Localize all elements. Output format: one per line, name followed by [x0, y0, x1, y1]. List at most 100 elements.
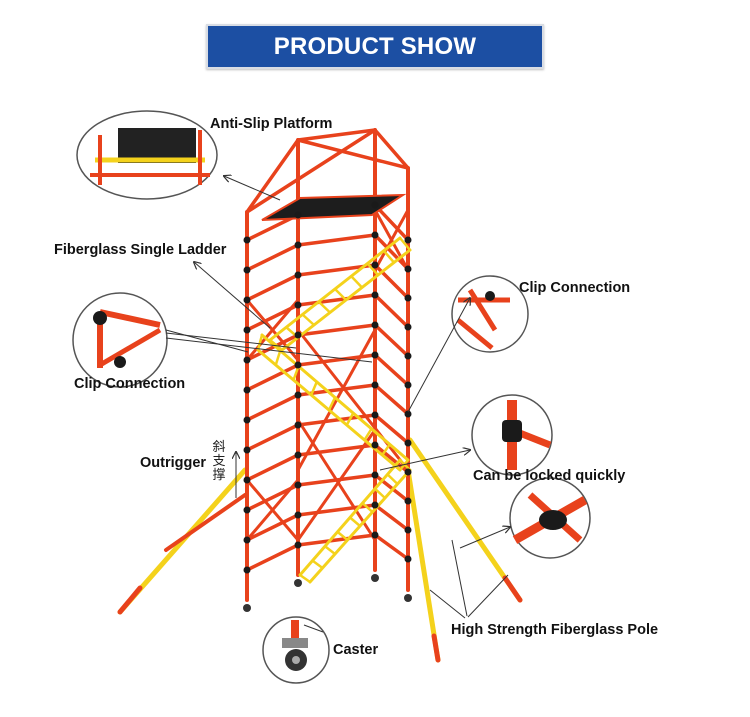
ladder-step: [269, 339, 283, 351]
detail-clip-left: [72, 292, 168, 388]
clip-joints: [243, 201, 412, 574]
frame-rung: [373, 323, 410, 358]
label-outrigger: Outrigger: [140, 455, 207, 471]
joint: [371, 231, 379, 239]
ladder-step: [310, 381, 318, 396]
label-fiberglass-single-ladder: Fiberglass Single Ladder: [54, 242, 227, 258]
joint: [243, 416, 251, 424]
joint: [294, 331, 302, 339]
joint: [371, 471, 379, 479]
frame-rung: [296, 503, 377, 517]
joint: [404, 265, 412, 273]
joint: [294, 541, 302, 549]
joint: [294, 241, 302, 249]
joint: [404, 381, 412, 389]
ladder-step: [299, 573, 311, 584]
frame-rung: [373, 533, 410, 561]
joint: [243, 446, 251, 454]
frame-rung: [296, 233, 377, 247]
joint: [404, 236, 412, 244]
ladder-step: [381, 443, 391, 456]
joint: [404, 497, 412, 505]
frame-rung: [373, 293, 410, 329]
frame-rung: [373, 503, 410, 532]
ladder-step: [374, 487, 386, 499]
joint: [243, 566, 251, 574]
product-show-banner: PRODUCT SHOW: [206, 24, 544, 69]
label-anti-slip-platform: Anti-Slip Platform: [210, 116, 333, 132]
frame-rung: [245, 513, 300, 542]
joint: [294, 451, 302, 459]
ladder-step: [256, 334, 264, 351]
frame-rung: [373, 263, 410, 300]
ladder-step: [334, 288, 347, 301]
joint: [243, 266, 251, 274]
joint: [371, 261, 379, 269]
label-locked-quickly: Can be locked quickly: [473, 468, 626, 484]
frame-rung: [245, 393, 300, 422]
ladder-step: [350, 275, 363, 289]
outrigger-poles: [117, 437, 523, 663]
joint: [404, 468, 412, 476]
ladder-step: [399, 459, 411, 471]
detail-caster: [262, 616, 330, 684]
ladder-step: [349, 516, 361, 527]
joint: [243, 506, 251, 514]
ladder-step: [274, 350, 282, 366]
frame-rung: [296, 323, 377, 337]
ladder-step: [324, 545, 336, 555]
frame-rung: [245, 423, 300, 452]
ladder-step: [399, 237, 411, 251]
frame-rung: [373, 203, 410, 242]
joint: [294, 361, 302, 369]
joint: [371, 201, 379, 209]
detail-clip-bottom: [509, 477, 591, 559]
joint: [243, 326, 251, 334]
joint: [371, 381, 379, 389]
joint: [294, 301, 302, 309]
detail-platform: [76, 110, 218, 200]
joint: [243, 236, 251, 244]
ladder-step: [361, 502, 374, 513]
joint: [371, 411, 379, 419]
ladder-step: [292, 365, 300, 381]
frame-rung: [245, 543, 300, 572]
joint: [294, 481, 302, 489]
joint: [243, 476, 251, 484]
label-clip-connection-right: Clip Connection: [519, 280, 631, 296]
frame-rung: [296, 353, 377, 367]
label-fiberglass-pole: High Strength Fiberglass Pole: [451, 622, 659, 638]
ladder-step: [311, 559, 324, 570]
ladder-step: [301, 313, 315, 326]
joint: [294, 511, 302, 519]
joint: [243, 356, 251, 364]
joint: [404, 410, 412, 418]
joint: [404, 352, 412, 360]
joint: [294, 421, 302, 429]
frame-rung: [245, 333, 300, 362]
joint: [404, 526, 412, 534]
ladder-step: [336, 530, 349, 541]
frame-rung: [373, 473, 410, 503]
joint: [371, 291, 379, 299]
joint: [371, 321, 379, 329]
joint: [371, 441, 379, 449]
detail-lock: [471, 394, 553, 476]
frame-rung: [245, 243, 300, 272]
frame-rung: [296, 413, 377, 427]
joint: [404, 555, 412, 563]
ladder-step: [366, 262, 379, 276]
detail-clip-right: [451, 275, 529, 353]
label-clip-connection-left: Clip Connection: [74, 376, 186, 392]
top-frame: [245, 128, 410, 214]
frame-rung: [245, 273, 300, 302]
frame-rung: [373, 233, 410, 271]
ladder-step: [317, 300, 331, 314]
frame-rung: [373, 383, 410, 416]
anti-slip-platform: [261, 193, 407, 221]
frame-rung: [296, 533, 377, 547]
frame-rung: [296, 293, 377, 307]
joint: [404, 439, 412, 447]
joint: [294, 271, 302, 279]
